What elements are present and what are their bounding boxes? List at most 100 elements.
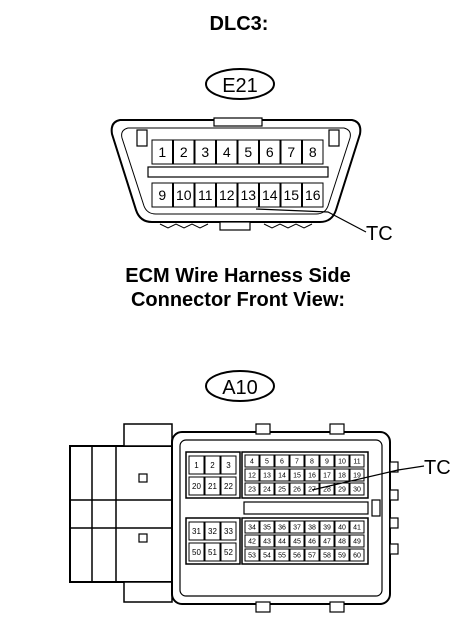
pin-label: 8 xyxy=(310,459,314,466)
pin-label: 19 xyxy=(353,473,361,480)
pin-44: 44 xyxy=(274,534,290,548)
ecm-connector-id: A10 xyxy=(222,377,258,399)
pin-label: 46 xyxy=(308,539,316,546)
pin-label: 9 xyxy=(325,459,329,466)
pin-label: 29 xyxy=(338,487,346,494)
pin-label: 12 xyxy=(219,187,235,203)
pin-label: 20 xyxy=(192,482,201,491)
pin-33: 33 xyxy=(220,521,237,541)
pin-1: 1 xyxy=(188,455,205,475)
pin-53: 53 xyxy=(244,548,260,562)
pin-13: 13 xyxy=(259,468,275,482)
pin-52: 52 xyxy=(220,542,237,562)
pin-label: 42 xyxy=(248,539,256,546)
pin-2: 2 xyxy=(173,139,195,165)
pin-9: 9 xyxy=(151,182,173,208)
pin-5: 5 xyxy=(237,139,259,165)
pin-label: 24 xyxy=(263,487,271,494)
pin-label: 52 xyxy=(224,548,233,557)
pin-40: 40 xyxy=(334,520,350,534)
pin-label: 34 xyxy=(248,525,256,532)
pin-label: 8 xyxy=(309,144,317,160)
ecm-title-line1: ECM Wire Harness Side xyxy=(125,265,350,287)
pin-label: 44 xyxy=(278,539,286,546)
pin-54: 54 xyxy=(259,548,275,562)
pin-16: 16 xyxy=(304,468,320,482)
pin-label: 15 xyxy=(283,187,299,203)
pin-label: 35 xyxy=(263,525,271,532)
pin-label: 53 xyxy=(248,553,256,560)
pin-41: 41 xyxy=(349,520,365,534)
pin-label: 59 xyxy=(338,553,346,560)
pin-3: 3 xyxy=(194,139,216,165)
pin-21: 21 xyxy=(204,476,221,496)
pin-label: 56 xyxy=(293,553,301,560)
pin-label: 3 xyxy=(226,461,231,470)
pin-label: 25 xyxy=(278,487,286,494)
pin-label: 10 xyxy=(176,187,192,203)
pin-4: 4 xyxy=(244,454,260,468)
ecm-tc-label: TC xyxy=(424,457,451,479)
pin-10: 10 xyxy=(173,182,195,208)
pin-label: 18 xyxy=(338,473,346,480)
pin-label: 23 xyxy=(248,487,256,494)
pin-36: 36 xyxy=(274,520,290,534)
pin-50: 50 xyxy=(188,542,205,562)
pin-31: 31 xyxy=(188,521,205,541)
pin-label: 13 xyxy=(263,473,271,480)
pin-51: 51 xyxy=(204,542,221,562)
pin-17: 17 xyxy=(319,468,335,482)
pin-23: 23 xyxy=(244,482,260,496)
pin-label: 14 xyxy=(278,473,286,480)
pin-14: 14 xyxy=(274,468,290,482)
pin-24: 24 xyxy=(259,482,275,496)
pin-37: 37 xyxy=(289,520,305,534)
pin-20: 20 xyxy=(188,476,205,496)
pin-label: 51 xyxy=(208,548,217,557)
pin-57: 57 xyxy=(304,548,320,562)
pin-label: 3 xyxy=(201,144,209,160)
pin-32: 32 xyxy=(204,521,221,541)
pin-8: 8 xyxy=(304,454,320,468)
pin-label: 47 xyxy=(323,539,331,546)
pin-label: 9 xyxy=(158,187,166,203)
pin-43: 43 xyxy=(259,534,275,548)
pin-4: 4 xyxy=(216,139,238,165)
ecm-tc-callout: TC xyxy=(311,457,451,491)
ecm-title-line2: Connector Front View: xyxy=(131,289,345,311)
pin-42: 42 xyxy=(244,534,260,548)
pin-label: 40 xyxy=(338,525,346,532)
pin-label: 4 xyxy=(223,144,231,160)
pin-16: 16 xyxy=(302,182,324,208)
pin-label: 28 xyxy=(323,487,331,494)
pin-label: 1 xyxy=(194,461,199,470)
pin-label: 45 xyxy=(293,539,301,546)
pin-18: 18 xyxy=(334,468,350,482)
pin-26: 26 xyxy=(289,482,305,496)
pin-label: 36 xyxy=(278,525,286,532)
pin-label: 10 xyxy=(338,459,346,466)
pin-label: 2 xyxy=(180,144,188,160)
pin-15: 15 xyxy=(280,182,302,208)
pin-label: 21 xyxy=(208,482,217,491)
pin-label: 32 xyxy=(208,527,217,536)
pin-label: 14 xyxy=(262,187,278,203)
dlc3-id-badge: E21 xyxy=(205,68,275,100)
pin-7: 7 xyxy=(280,139,302,165)
pin-label: 22 xyxy=(224,482,233,491)
pin-label: 6 xyxy=(280,459,284,466)
pin-1: 1 xyxy=(151,139,173,165)
pin-label: 41 xyxy=(353,525,361,532)
pin-5: 5 xyxy=(259,454,275,468)
pin-56: 56 xyxy=(289,548,305,562)
pin-label: 11 xyxy=(353,459,360,466)
pin-label: 7 xyxy=(287,144,295,160)
pin-25: 25 xyxy=(274,482,290,496)
pin-label: 11 xyxy=(198,187,213,203)
pin-label: 57 xyxy=(308,553,316,560)
pin-49: 49 xyxy=(349,534,365,548)
pin-label: 58 xyxy=(323,553,331,560)
pin-46: 46 xyxy=(304,534,320,548)
pin-11: 11 xyxy=(194,182,216,208)
